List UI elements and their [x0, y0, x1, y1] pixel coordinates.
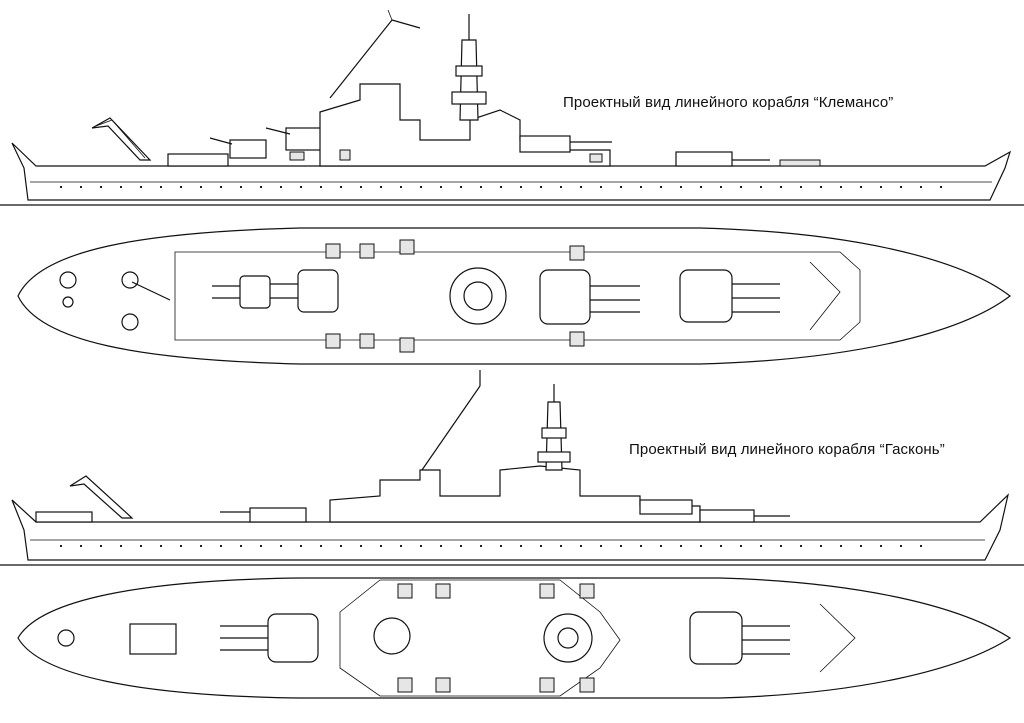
clemenceau-portholes — [60, 186, 942, 188]
clemenceau-profile — [0, 9, 1024, 206]
gascogne-profile — [0, 370, 1024, 566]
gascogne-caption: Проектный вид линейного корабля “Гасконь… — [629, 441, 945, 458]
clemenceau-caption: Проектный вид линейного корабля “Клеманс… — [563, 94, 894, 111]
clemenceau-plan — [17, 227, 1011, 365]
gascogne-portholes — [60, 545, 922, 547]
gascogne-plan — [17, 577, 1012, 699]
